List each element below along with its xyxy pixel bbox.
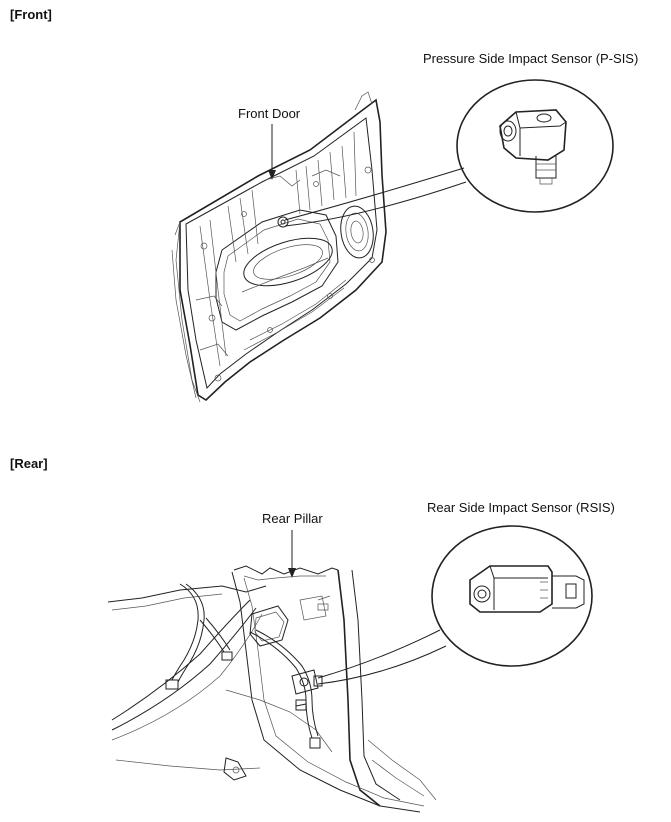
- front-door-illustration: [171, 91, 387, 403]
- rsis-sensor-icon: [469, 565, 585, 613]
- rear-section-title: [Rear]: [10, 456, 48, 471]
- rear-pillar-label: Rear Pillar: [262, 511, 323, 526]
- pss-sensor-icon: [499, 109, 567, 185]
- rsis-sensor-label: Rear Side Impact Sensor (RSIS): [427, 500, 615, 515]
- front-door-label: Front Door: [238, 106, 301, 121]
- pss-callout: [284, 79, 614, 227]
- rear-wiring-harness: [165, 583, 331, 749]
- pss-sensor-label: Pressure Side Impact Sensor (P-SIS): [423, 51, 639, 66]
- rear-pillar-illustration: [107, 565, 437, 813]
- rsis-callout: [317, 525, 593, 685]
- front-section-title: [Front]: [10, 7, 52, 22]
- rsis-mount: [291, 669, 323, 695]
- front-door-arrow: [268, 124, 276, 180]
